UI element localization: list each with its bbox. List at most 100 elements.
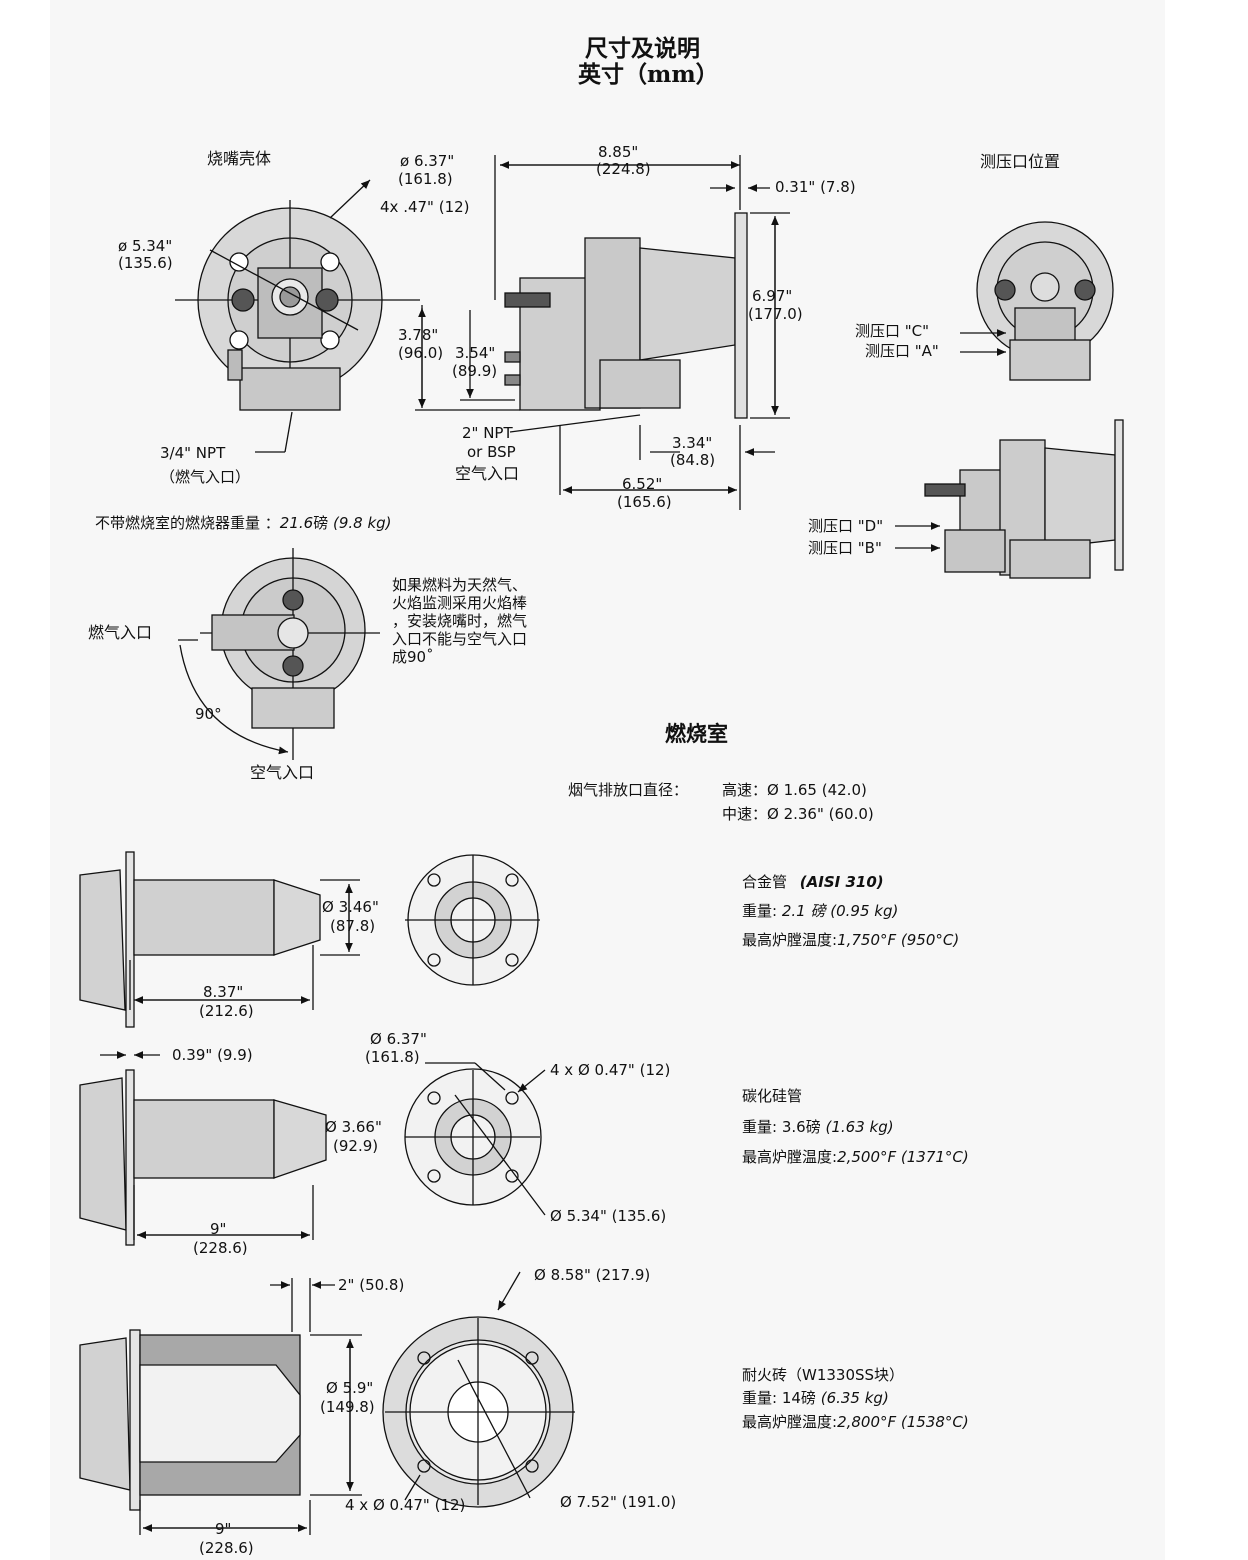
orient-gas-inlet: 燃气入口: [88, 623, 153, 642]
tap-c-label: 测压口 "C": [855, 322, 930, 340]
alloy-name: 合金管: [742, 873, 788, 891]
alloy-weight: 重量: 2.1 磅 (0.95 kg): [742, 902, 898, 920]
air-npt-label: 2" NPT: [462, 424, 513, 442]
sic-dim-od: Ø 6.37": [370, 1030, 427, 1048]
burner-side-view: [255, 155, 790, 510]
page-title-line2: 英寸（mm）: [578, 61, 719, 88]
refractory-dim-len: 9": [215, 1520, 232, 1538]
exhaust-label: 烟气排放口直径：: [568, 781, 689, 799]
orient-note-line: 火焰监测采用火焰棒: [392, 594, 528, 612]
dim-h-378: 3.78": [398, 326, 439, 344]
alloy-temp-value: 1,750°F (950°C): [837, 931, 960, 949]
page-title-line1: 尺寸及说明: [585, 35, 700, 62]
refractory-dim-dia-mm: (149.8): [320, 1398, 375, 1416]
orient-angle: 90°: [195, 705, 222, 723]
sic-weight-value: 3.6磅: [781, 1118, 821, 1136]
burner-weight-unit: 磅: [313, 514, 329, 532]
dim-len-885: 8.85": [598, 143, 639, 161]
alloy-tube-drawing: [79, 851, 540, 1028]
refractory-weight-kg: (6.35 kg): [820, 1389, 889, 1407]
air-bsp-label: or BSP: [467, 443, 516, 461]
dim-od-637-mm: (161.8): [398, 170, 453, 188]
burner-weight-kg: (9.8 kg): [332, 514, 392, 532]
tap-location-label: 测压口位置: [980, 152, 1061, 171]
alloy-dim-len: 8.37": [203, 983, 244, 1001]
dim-h-378-mm: (96.0): [398, 344, 444, 362]
refractory-dim-bolt: Ø 7.52" (191.0): [560, 1493, 677, 1511]
refractory-temp: 最高炉膛温度:2,800°F (1538°C): [742, 1413, 969, 1431]
burner-weight-value: 21.6: [279, 514, 314, 532]
orient-note-line: ，安装烧嘴时，燃气: [392, 612, 528, 630]
refractory-dim-dia: Ø 5.9": [326, 1379, 374, 1397]
air-inlet-label: 空气入口: [455, 464, 520, 483]
tap-location-views: [895, 221, 1124, 579]
burner-housing-label: 烧嘴壳体: [207, 149, 272, 168]
alloy-title: 合金管 (AISI 310): [742, 873, 884, 891]
dim-bolt-534-mm: (135.6): [118, 254, 173, 272]
burner-weight-label: 不带燃烧室的燃烧器重量 ：: [95, 514, 280, 532]
sic-weight: 重量: 3.6磅 (1.63 kg): [742, 1118, 894, 1136]
burner-front-view: [175, 179, 420, 411]
alloy-grade: (AISI 310): [799, 873, 884, 891]
dim-flange-031: 0.31" (7.8): [775, 178, 856, 196]
sic-dim-holes: 4 x Ø 0.47" (12): [550, 1061, 671, 1079]
burner-weight: 不带燃烧室的燃烧器重量 ：21.6磅 (9.8 kg): [95, 514, 392, 532]
refractory-weight-value: 14磅: [781, 1389, 816, 1407]
refractory-dim-od: Ø 8.58" (217.9): [534, 1266, 651, 1284]
sic-dim-dia: Ø 3.66": [325, 1118, 382, 1136]
gas-inlet-label: （燃气入口）: [160, 468, 251, 486]
orient-air-inlet: 空气入口: [250, 763, 315, 782]
alloy-dim-len-mm: (212.6): [199, 1002, 254, 1020]
dim-len-885-mm: (224.8): [596, 160, 651, 178]
refractory-dim-flange: 2" (50.8): [338, 1276, 405, 1294]
dim-holes: 4x .47" (12): [380, 198, 470, 216]
refractory-drawing: [79, 1271, 575, 1535]
alloy-temp-label: 最高炉膛温度:: [742, 931, 838, 949]
tap-b-label: 测压口 "B": [808, 539, 882, 557]
sic-dim-len-mm: (228.6): [193, 1239, 248, 1257]
dim-w-334-mm: (84.8): [670, 451, 716, 469]
sic-weight-kg: (1.63 kg): [825, 1118, 894, 1136]
sic-dim-dia-mm: (92.9): [333, 1137, 379, 1155]
chamber-title: 燃烧室: [665, 722, 728, 746]
dim-h-697-mm: (177.0): [748, 305, 803, 323]
alloy-dim-dia: Ø 3.46": [322, 898, 379, 916]
orient-note: 如果燃料为天然气、 火焰监测采用火焰棒 ，安装烧嘴时，燃气 入口不能与空气入口 …: [392, 576, 527, 666]
alloy-weight-kg: (0.95 kg): [830, 902, 899, 920]
dim-w-652-mm: (165.6): [617, 493, 672, 511]
sic-dim-od-mm: (161.8): [365, 1048, 420, 1066]
sic-temp-value: 2,500°F (1371°C): [837, 1148, 969, 1166]
exhaust-high-speed: 高速：Ø 1.65 (42.0): [722, 781, 867, 799]
sic-dim-flange: 0.39" (9.9): [172, 1046, 253, 1064]
refractory-temp-value: 2,800°F (1538°C): [837, 1413, 969, 1431]
refractory-dim-len-mm: (228.6): [199, 1539, 254, 1557]
sic-temp-label: 最高炉膛温度:: [742, 1148, 838, 1166]
refractory-temp-label: 最高炉膛温度:: [742, 1413, 838, 1431]
sic-tube-drawing: [79, 1051, 546, 1246]
sic-name: 碳化硅管: [742, 1087, 803, 1105]
gas-npt-label: 3/4" NPT: [160, 444, 226, 462]
refractory-weight: 重量: 14磅 (6.35 kg): [742, 1389, 889, 1407]
refractory-weight-label: 重量:: [742, 1389, 778, 1407]
orientation-view: [178, 548, 380, 760]
dim-h-354: 3.54": [455, 344, 496, 362]
dim-h-354-mm: (89.9): [452, 362, 498, 380]
dim-bolt-534: ø 5.34": [118, 237, 173, 255]
alloy-weight-value: 2.1 磅: [781, 902, 826, 920]
alloy-dim-dia-mm: (87.8): [330, 917, 376, 935]
orient-note-line: 成90˚: [392, 648, 434, 666]
dim-od-637: ø 6.37": [400, 152, 455, 170]
exhaust-mid-speed: 中速：Ø 2.36" (60.0): [722, 805, 874, 823]
orient-note-line: 入口不能与空气入口: [392, 630, 528, 648]
sic-temp: 最高炉膛温度:2,500°F (1371°C): [742, 1148, 969, 1166]
tap-d-label: 测压口 "D": [808, 517, 884, 535]
dim-w-652: 6.52": [622, 475, 663, 493]
sic-dim-len: 9": [210, 1220, 227, 1238]
orient-note-line: 如果燃料为天然气、: [392, 576, 528, 594]
alloy-weight-label: 重量:: [742, 902, 778, 920]
sic-weight-label: 重量:: [742, 1118, 778, 1136]
refractory-name: 耐火砖（W1330SS块）: [742, 1366, 905, 1384]
alloy-temp: 最高炉膛温度:1,750°F (950°C): [742, 931, 959, 949]
